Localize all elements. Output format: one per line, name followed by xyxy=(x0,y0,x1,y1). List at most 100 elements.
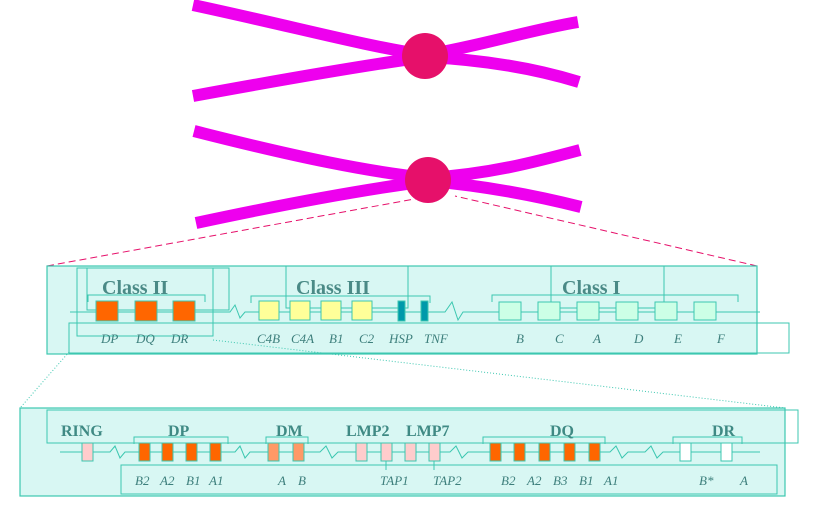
gene-box-c xyxy=(537,301,561,321)
gene-label-c4b: C4B xyxy=(257,331,280,346)
group-label-lmp7: LMP7 xyxy=(406,423,450,440)
gene-box-tap2 xyxy=(428,442,441,462)
gene-box-c4b xyxy=(258,300,280,321)
gene-label-dq-b1: B1 xyxy=(579,473,593,488)
gene-label-dr-b: B* xyxy=(699,473,714,488)
region-title-class1: Class I xyxy=(562,277,621,299)
gene-box-b xyxy=(498,301,522,321)
chromatid-top-lower xyxy=(191,50,581,102)
gene-box-e xyxy=(654,301,678,321)
detail-zoom-line-right xyxy=(212,339,786,409)
gene-label-dq-b3: B3 xyxy=(553,473,568,488)
gene-label-c4a: C4A xyxy=(291,331,314,346)
gene-label-dq-a2: A2 xyxy=(526,473,542,488)
gene-box-dp-b2 xyxy=(138,442,151,462)
chromatid-bottom-upper xyxy=(192,125,582,185)
gene-label-f: F xyxy=(716,331,726,346)
gene-label-dp: DP xyxy=(100,331,118,346)
gene-box-dp-a1 xyxy=(209,442,222,462)
gene-label-dq-a1: A1 xyxy=(603,473,618,488)
bracket-dm xyxy=(265,436,309,444)
gene-box-dr-b xyxy=(679,442,692,462)
gene-label-c2: C2 xyxy=(359,331,375,346)
gene-box-c4a xyxy=(289,300,311,321)
group-label-dm: DM xyxy=(276,423,303,440)
bracket-dp xyxy=(133,436,229,444)
region-header-class2-inner xyxy=(86,267,230,311)
chromatid-top-upper xyxy=(191,0,579,62)
group-label-dp: DP xyxy=(168,423,190,440)
gene-box-dm-a xyxy=(267,442,280,462)
gene-box-dq-b2 xyxy=(489,442,502,462)
bracket-class2 xyxy=(87,294,206,302)
gene-box-hsp xyxy=(397,300,406,322)
dna-line-class2 xyxy=(70,303,255,319)
gene-label-b: B xyxy=(516,331,524,346)
gene-box-dq-a1 xyxy=(588,442,601,462)
group-label-ring: RING xyxy=(61,423,103,440)
group-label-dr: DR xyxy=(712,423,736,440)
gene-box-dq-b3 xyxy=(538,442,551,462)
gene-box-d xyxy=(615,301,639,321)
gene-label-dp-b2: B2 xyxy=(135,473,150,488)
gene-label-dm-b: B xyxy=(298,473,306,488)
bracket-class1 xyxy=(491,294,739,302)
gene-label-hsp: HSP xyxy=(388,331,413,346)
detail-gene-name-band xyxy=(120,464,778,495)
region-title-class2: Class II xyxy=(102,277,168,299)
centromere-top xyxy=(402,33,448,79)
gene-label-dq: DQ xyxy=(135,331,155,346)
gene-label-dr-a: A xyxy=(739,473,748,488)
gene-box-ring xyxy=(81,442,94,462)
zoom-line-right xyxy=(454,195,758,267)
gene-box-tnf xyxy=(420,300,429,322)
gene-box-tap1 xyxy=(380,442,393,462)
gene-label-dp-b1: B1 xyxy=(186,473,200,488)
detail-header-band xyxy=(46,409,799,444)
gene-box-dp-b1 xyxy=(185,442,198,462)
bracket-dq xyxy=(482,436,606,444)
centromere-bottom xyxy=(405,157,451,203)
dna-line-class3 xyxy=(255,300,485,322)
region-title-class3: Class III xyxy=(296,277,370,299)
gene-box-b1 xyxy=(320,300,342,321)
gene-box-dm-b xyxy=(292,442,305,462)
gene-label-d: D xyxy=(633,331,644,346)
bracket-dr xyxy=(672,436,743,444)
gene-name-band xyxy=(68,322,790,354)
gene-box-dr xyxy=(172,300,196,322)
group-label-lmp2: LMP2 xyxy=(346,423,390,440)
gene-box-lmp2 xyxy=(355,442,368,462)
gene-box-dp-a2 xyxy=(161,442,174,462)
chromosome-bottom xyxy=(192,125,583,229)
class2-detail-panel: RING DP DM LMP2 LMP7 DQ DR B2 A2 B1 A1 xyxy=(19,407,799,497)
gene-label-dm-a: A xyxy=(277,473,286,488)
chromosome-top xyxy=(191,0,581,102)
gene-box-a xyxy=(576,301,600,321)
gene-box-lmp7 xyxy=(404,442,417,462)
chromatid-bottom-lower xyxy=(194,174,583,229)
gene-label-a: A xyxy=(592,331,601,346)
gene-box-dq-a2 xyxy=(513,442,526,462)
gene-box-c2 xyxy=(351,300,373,321)
gene-label-b1: B1 xyxy=(329,331,343,346)
gene-box-dq xyxy=(134,300,158,322)
gene-label-tnf: TNF xyxy=(424,331,449,346)
gene-box-dq-b1 xyxy=(563,442,576,462)
region-header-class3-box xyxy=(285,265,409,309)
gene-label-dp-a1: A1 xyxy=(208,473,223,488)
gene-label-dq-b2: B2 xyxy=(501,473,516,488)
mhc-overview-panel: Class II Class III Class I DP DQ DR C4B … xyxy=(46,265,790,355)
gene-label-tap2: TAP2 xyxy=(433,473,462,488)
gene-label-c: C xyxy=(555,331,564,346)
gene-label-dp-a2: A2 xyxy=(159,473,175,488)
group-label-dq: DQ xyxy=(550,423,574,440)
detail-zoom-line-left xyxy=(19,351,70,409)
region-header-class1-box xyxy=(550,265,665,309)
gene-box-dp xyxy=(95,300,119,322)
gene-label-e: E xyxy=(673,331,682,346)
gene-label-tap1: TAP1 xyxy=(380,473,409,488)
gene-box-f xyxy=(693,301,717,321)
gene-box-dr-a xyxy=(720,442,733,462)
